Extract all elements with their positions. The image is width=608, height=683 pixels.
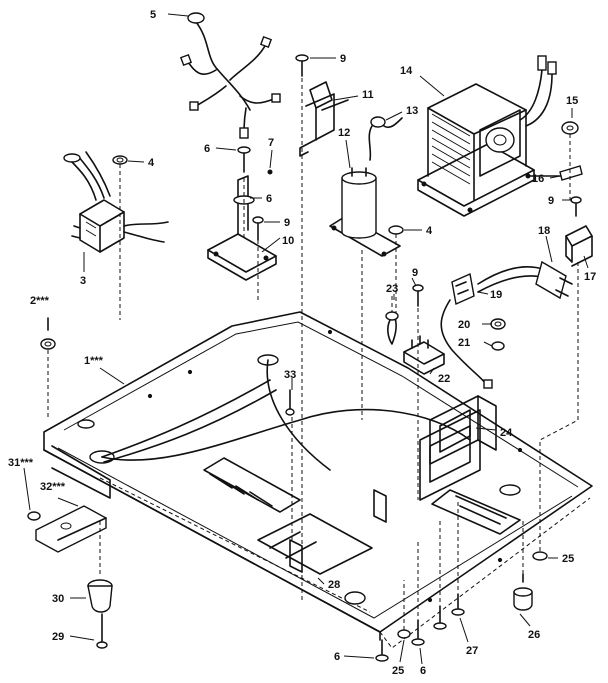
washer-left	[112, 155, 145, 320]
callout-25-bottom: 25	[392, 665, 404, 677]
callout-6-a: 6	[204, 143, 210, 155]
small-transformer	[63, 151, 169, 272]
terminal-block	[539, 225, 593, 560]
callout-28: 28	[328, 579, 340, 591]
fuse-holder	[385, 296, 445, 375]
callout-6-c: 6	[334, 651, 340, 663]
callout-1: 1***	[84, 355, 104, 367]
callout-12: 12	[338, 127, 350, 139]
screw-center	[285, 389, 295, 416]
hv-transformer	[417, 55, 557, 217]
mounting-screws-mid	[412, 284, 506, 500]
switch-bracket	[295, 54, 349, 600]
callout-6-b: 6	[266, 193, 272, 205]
relay-bracket	[207, 146, 277, 300]
callout-32: 32***	[40, 481, 66, 493]
power-cord	[440, 260, 573, 389]
wire-harness	[179, 12, 281, 139]
callout-26: 26	[528, 629, 540, 641]
callout-22: 22	[438, 373, 450, 385]
callout-4-right: 4	[426, 225, 433, 237]
callout-9-mid: 9	[284, 217, 290, 229]
callout-5: 5	[150, 9, 156, 21]
callout-labels: 5 9 14 11 15 13 12 7 6 4 16 6 9 9 4 18 1…	[8, 9, 596, 677]
bottom-screws	[375, 500, 465, 662]
callout-25-right: 25	[562, 553, 574, 565]
leader-lines	[23, 13, 589, 665]
callout-30: 30	[52, 593, 64, 605]
callout-4-left: 4	[148, 157, 155, 169]
callout-16: 16	[532, 173, 544, 185]
thermal-fuse	[368, 116, 403, 161]
callout-27: 27	[466, 645, 478, 657]
callout-19: 19	[490, 289, 502, 301]
callout-15: 15	[566, 95, 578, 107]
callout-11: 11	[362, 89, 374, 101]
callout-20: 20	[458, 319, 470, 331]
callout-13: 13	[406, 105, 418, 117]
callout-18: 18	[538, 225, 550, 237]
callout-31: 31***	[8, 457, 34, 469]
callout-7: 7	[268, 137, 274, 149]
callout-6-d: 6	[420, 665, 426, 677]
callout-33: 33	[284, 369, 296, 381]
grommet-left	[40, 317, 56, 420]
base-plate	[43, 311, 593, 649]
callout-9-low: 9	[412, 267, 418, 279]
screw-right	[570, 196, 582, 217]
foot-left	[27, 505, 113, 649]
callout-24: 24	[500, 427, 513, 439]
callout-10: 10	[282, 235, 294, 247]
callout-3: 3	[80, 275, 86, 287]
bracket	[289, 410, 387, 573]
callout-9-right: 9	[548, 195, 554, 207]
foot-right	[513, 520, 548, 611]
callout-23: 23	[386, 283, 398, 295]
callout-17: 17	[584, 271, 596, 283]
callout-21: 21	[458, 337, 470, 349]
diode	[527, 121, 583, 200]
callout-9-top: 9	[340, 53, 346, 65]
capacitor	[329, 167, 401, 420]
callout-29: 29	[52, 631, 64, 643]
callout-14: 14	[400, 65, 413, 77]
callout-2: 2***	[30, 295, 50, 307]
relay-panel	[429, 395, 497, 465]
